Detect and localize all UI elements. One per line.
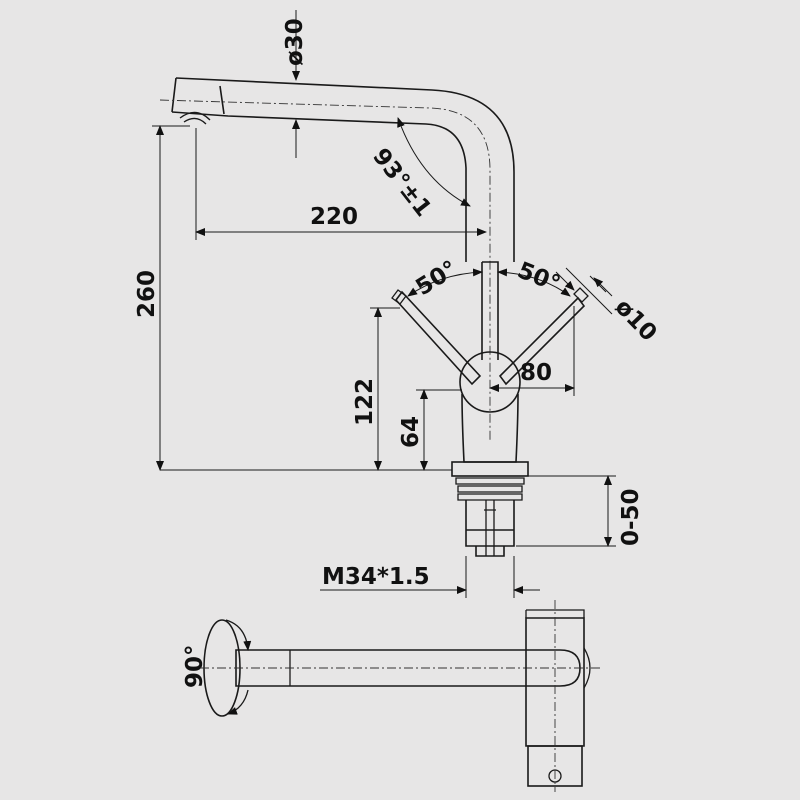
spout-angle-arc (397, 117, 471, 207)
mounting-washers (455, 477, 525, 501)
lever-angle-right-arc (497, 268, 571, 297)
threaded-shank (465, 500, 515, 557)
swivel-arc-bottom (227, 689, 249, 715)
total-height-label: 260 (134, 270, 160, 318)
spout-angle-label: 93°±1 (367, 144, 436, 222)
thread-label: M34*1.5 (322, 564, 430, 590)
spout-centerline (159, 99, 491, 440)
hose-fittings (484, 500, 496, 556)
spout-outline (175, 77, 515, 262)
base-block-side (583, 647, 591, 689)
spout-tip (171, 77, 225, 115)
mounting-extension (516, 475, 616, 547)
lever-angle-left-arc (407, 268, 483, 297)
swivel-arc-top (225, 619, 252, 651)
lever-height-label: 122 (352, 378, 378, 426)
aerator (179, 111, 211, 125)
faucet-top-view: 90° (182, 600, 600, 792)
mounting-range-label: 0-50 (618, 488, 644, 546)
base-block-cap (525, 609, 585, 618)
lever-top-view (527, 745, 583, 787)
body-height-label: 64 (398, 416, 424, 448)
lever-angle-left-label: 50° (411, 256, 462, 301)
base-block-top (525, 617, 585, 747)
lever-left-tip (391, 289, 407, 305)
mixer-ball (459, 351, 521, 413)
spout-diameter-label: ø30 (282, 18, 308, 66)
lever-diameter-label: ø10 (610, 294, 662, 346)
base-plate (451, 461, 529, 477)
dia10-extension (565, 267, 613, 315)
body-offset-label: 80 (520, 360, 552, 386)
swivel-angle-label: 90° (182, 644, 208, 688)
faucet-side-view (159, 77, 589, 557)
lever-left (394, 290, 482, 386)
lever-stem (481, 261, 499, 360)
spout-reach-label: 220 (310, 204, 358, 230)
lever-angle-right-label: 50° (514, 257, 564, 297)
thread-extension (465, 556, 515, 598)
lever-right-tip (573, 287, 589, 303)
